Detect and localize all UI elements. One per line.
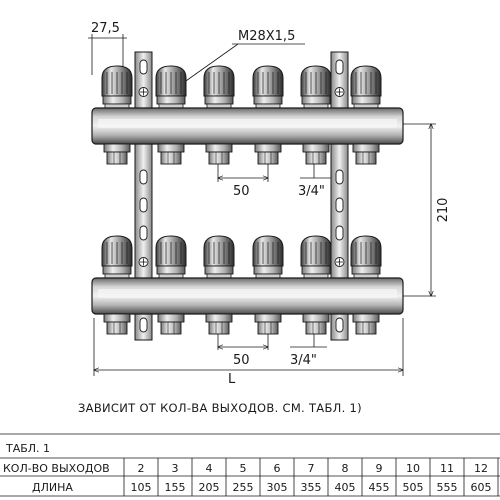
table-length-value: 605: [471, 481, 492, 494]
table-length-value: 355: [301, 481, 322, 494]
outlet-fitting: [302, 143, 330, 165]
outlet-fitting: [205, 313, 233, 335]
outlet-bottom-label: 3/4": [290, 353, 317, 368]
table-outlet-count: 10: [406, 462, 420, 475]
table-outlet-count: 2: [138, 462, 145, 475]
table-outlet-count: 4: [206, 462, 213, 475]
outlet-fitting: [352, 313, 380, 335]
outlet-fitting: [157, 313, 185, 335]
table-outlet-count: 6: [274, 462, 281, 475]
bottom-valve-row: [101, 235, 382, 281]
valve-knob: [101, 65, 133, 111]
table-outlet-count: 9: [376, 462, 383, 475]
table-length-value: 405: [335, 481, 356, 494]
table-length-value: 505: [403, 481, 424, 494]
valve-knob: [203, 235, 235, 281]
table-length-value: 255: [233, 481, 254, 494]
valve-knob: [300, 235, 332, 281]
top-valve-row: [101, 65, 382, 111]
top-manifold-bar-highlight: [98, 119, 397, 128]
table-outlet-count: 12: [474, 462, 488, 475]
top-outlet-row: [103, 143, 380, 165]
valve-knob: [252, 235, 284, 281]
length-table: ТАБЛ. 1 КОЛ-ВО ВЫХОДОВ ДЛИНА 21053155420…: [0, 433, 500, 497]
valve-knob: [252, 65, 284, 111]
valve-knob: [101, 235, 133, 281]
table-outlet-count: 7: [308, 462, 315, 475]
pitch-bottom-label: 50: [233, 353, 250, 368]
table-outlet-count: 5: [240, 462, 247, 475]
table-outlet-count: 3: [172, 462, 179, 475]
valve-knob: [203, 65, 235, 111]
outlet-fitting: [157, 143, 185, 165]
bottom-manifold-bar-highlight: [98, 289, 397, 298]
table-length-value: 205: [199, 481, 220, 494]
outlet-fitting: [254, 313, 282, 335]
table-outlet-count: 8: [342, 462, 349, 475]
outlet-top-label: 3/4": [298, 184, 325, 199]
outlet-fitting: [254, 143, 282, 165]
outlet-fitting: [103, 143, 131, 165]
outlet-fitting: [205, 143, 233, 165]
length-note: ЗАВИСИТ ОТ КОЛ-ВА ВЫХОДОВ. СМ. ТАБЛ. 1): [78, 401, 362, 415]
bottom-outlet-row: [103, 313, 380, 335]
length-label: L: [228, 372, 236, 387]
table-title: ТАБЛ. 1: [5, 442, 50, 455]
height-label: 210: [436, 198, 451, 223]
table-row1-label: КОЛ-ВО ВЫХОДОВ: [3, 462, 110, 475]
valve-knob: [350, 235, 382, 281]
table-length-value: 555: [437, 481, 458, 494]
valve-knob: [300, 65, 332, 111]
table-length-value: 455: [369, 481, 390, 494]
table-length-value: 105: [131, 481, 152, 494]
valve-knob: [155, 235, 187, 281]
outlet-fitting: [103, 313, 131, 335]
thread-label: M28X1,5: [238, 29, 295, 44]
valve-knob: [350, 65, 382, 111]
table-length-value: 155: [165, 481, 186, 494]
outlet-fitting: [302, 313, 330, 335]
valve-knob: [155, 65, 187, 111]
table-outlet-count: 11: [440, 462, 454, 475]
side-offset-label: 27,5: [91, 21, 120, 36]
table-length-value: 305: [267, 481, 288, 494]
outlet-fitting: [352, 143, 380, 165]
table-row2-label: ДЛИНА: [32, 481, 73, 494]
pitch-top-label: 50: [233, 184, 250, 199]
